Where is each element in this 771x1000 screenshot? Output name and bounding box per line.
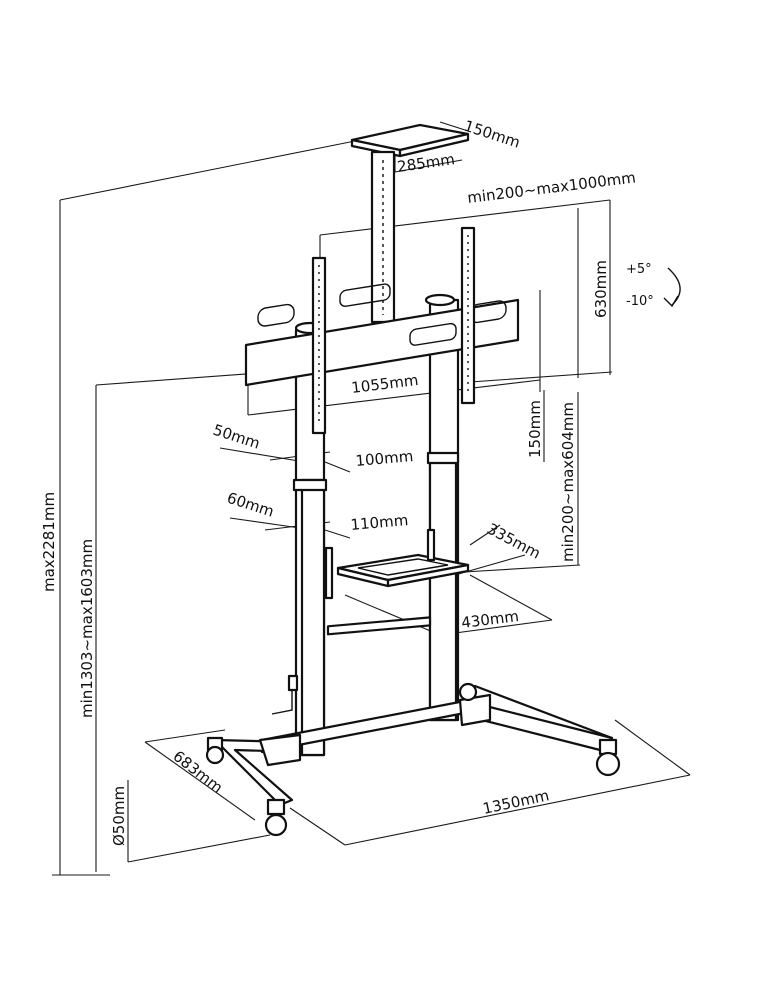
label-top-depth: 150mm bbox=[462, 117, 523, 152]
stand-illustration bbox=[205, 123, 681, 837]
label-vesa-vertical: 150mm bbox=[526, 400, 544, 458]
label-shelf-width: 430mm bbox=[460, 607, 520, 632]
label-center-height: min1303~max1603mm bbox=[78, 539, 96, 718]
lower-clamp bbox=[292, 478, 328, 492]
caster-rear-right bbox=[458, 682, 478, 702]
lower-crossbar bbox=[326, 616, 432, 636]
caster-rear-left bbox=[205, 736, 225, 765]
right-column-inner bbox=[428, 453, 458, 722]
right-vesa-arm bbox=[460, 226, 476, 405]
label-tilt-up: +5° bbox=[626, 262, 652, 277]
label-tilt-down: -10° bbox=[626, 294, 654, 309]
caster-right bbox=[595, 738, 621, 777]
left-vesa-arm bbox=[311, 256, 327, 435]
caster-front-left bbox=[264, 798, 288, 837]
label-bracket-span: 1055mm bbox=[350, 371, 419, 397]
upper-clamp bbox=[426, 451, 460, 465]
label-lower-clamp-depth: 60mm bbox=[225, 489, 277, 521]
label-caster-diameter: Ø50mm bbox=[110, 786, 128, 846]
label-shelf-depth: 335mm bbox=[484, 520, 544, 563]
left-column-inner bbox=[300, 478, 326, 757]
label-base-width: 1350mm bbox=[481, 786, 551, 818]
label-upper-clamp-width: 100mm bbox=[355, 447, 414, 470]
label-bracket-height: 630mm bbox=[592, 260, 610, 318]
label-lower-clamp-width: 110mm bbox=[350, 511, 409, 534]
label-bracket-height-range: min200~max604mm bbox=[559, 402, 577, 562]
label-total-height: max2281mm bbox=[40, 492, 58, 592]
label-bracket-width: min200~max1000mm bbox=[466, 168, 637, 207]
label-upper-clamp-depth: 50mm bbox=[211, 421, 263, 453]
tilt-arrow-icon bbox=[667, 267, 681, 306]
